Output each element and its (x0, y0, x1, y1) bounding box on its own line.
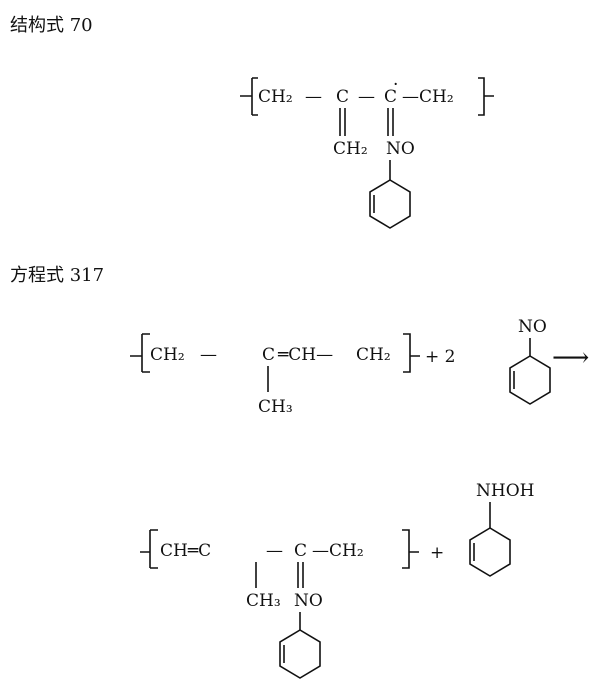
left-bracket (130, 333, 150, 373)
bond: — (358, 87, 375, 107)
chain-ch-double-c: CH═C (160, 541, 211, 561)
heading-structure-70: 结构式 70 (10, 15, 93, 36)
structure-70: CH₂ — C — C · —CH₂ CH₂ NO (240, 75, 494, 229)
benzene-ring-icon (279, 629, 321, 679)
bond: — (266, 541, 283, 561)
right-bracket (403, 333, 420, 373)
branch-no: NO (294, 591, 323, 611)
branch-ch2: CH₂ (333, 139, 368, 159)
chain-c: C (336, 87, 349, 107)
nitroso-group: NO (518, 317, 547, 337)
benzene-ring-icon (369, 179, 411, 229)
chain-c: C (262, 345, 275, 365)
plus-sign: + (430, 543, 444, 563)
equation-317-reactants: CH₂ — C ═CH— CH₂ CH₃ + 2 NO ⟶ (130, 317, 589, 417)
chain-c: C (294, 541, 307, 561)
benzene-ring-icon (469, 527, 511, 577)
benzene-ring-icon (509, 355, 551, 405)
chain-ch2: CH₂ (356, 345, 391, 365)
plus-two: + 2 (425, 347, 455, 367)
hydroxylamine-group: NHOH (476, 481, 534, 501)
branch-no: NO (386, 139, 415, 159)
chain-ch2: —CH₂ (312, 541, 364, 561)
left-bracket (140, 529, 158, 569)
reaction-arrow: ⟶ (552, 343, 589, 373)
right-bracket (402, 529, 419, 569)
chain-ch2: CH₂ (150, 345, 185, 365)
chain-double-bond-ch: ═CH— (277, 345, 333, 365)
branch-ch3: CH₃ (246, 591, 281, 611)
equation-317-products: CH═C — C —CH₂ CH₃ NO + NHOH (140, 481, 534, 679)
heading-equation-317: 方程式 317 (10, 265, 104, 286)
bond: — (305, 87, 322, 107)
chain-c-radical: C (384, 87, 397, 107)
chain-ch2: CH₂ (258, 87, 293, 107)
left-bracket (240, 77, 258, 116)
bond: — (200, 345, 217, 365)
chain-ch2: —CH₂ (402, 87, 454, 107)
radical-dot: · (393, 75, 398, 95)
branch-ch3: CH₃ (258, 397, 293, 417)
right-bracket (478, 77, 494, 116)
